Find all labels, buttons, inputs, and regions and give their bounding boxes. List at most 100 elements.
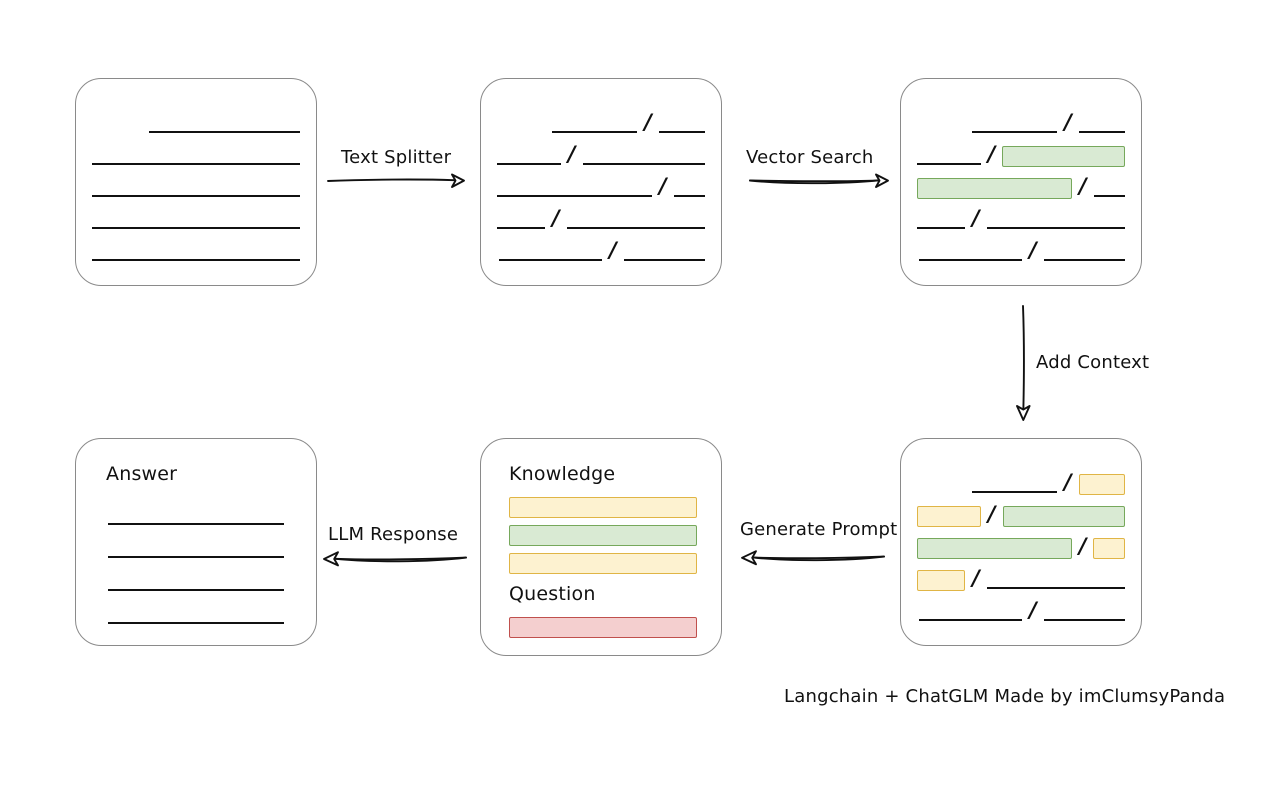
text-line-segment: [1078, 116, 1125, 133]
knowledge-heading: Knowledge: [509, 463, 616, 485]
text-line-segment: [1043, 244, 1125, 261]
add-context-label: Add Context: [1036, 352, 1150, 373]
add-context-arrow: [1012, 304, 1036, 422]
text-line-segment: [1043, 604, 1125, 621]
prompt-bar-red: [509, 617, 697, 638]
document-row: /: [481, 141, 721, 167]
document-row: /: [901, 501, 1141, 527]
segment-separator: /: [1078, 533, 1087, 558]
highlight-green-segment: [1002, 145, 1125, 167]
text-line-segment: [108, 574, 284, 591]
text-line-segment: [918, 244, 1023, 261]
llm-response-arrow: [320, 548, 468, 570]
text-line-segment: [917, 148, 981, 165]
segment-separator: /: [987, 501, 996, 526]
text-line-segment: [92, 244, 300, 261]
highlight-green-segment: [917, 537, 1072, 559]
document-row: [76, 538, 316, 560]
text-splitter-label: Text Splitter: [341, 147, 452, 168]
split-document-rows: / / / / /: [481, 79, 721, 285]
document-row: [76, 113, 316, 135]
segment-separator: /: [1079, 173, 1087, 198]
highlight-green-segment: [917, 177, 1073, 199]
document-row: [76, 241, 316, 263]
segment-separator: /: [1029, 597, 1037, 622]
highlight-yellow-segment: [1078, 473, 1125, 495]
text-line-segment: [582, 148, 705, 165]
text-line-segment: [497, 148, 561, 165]
document-row: [76, 209, 316, 231]
text-line-segment: [971, 476, 1058, 493]
text-line-segment: [986, 572, 1125, 589]
segment-separator: /: [658, 173, 667, 198]
generate-prompt-arrow: [738, 547, 886, 569]
text-line-segment: [497, 212, 545, 229]
prompt-bar-yellow: [509, 497, 697, 518]
document-row: /: [481, 173, 721, 199]
source-document-rows: [76, 79, 316, 285]
document-row: /: [901, 141, 1141, 167]
document-row: [76, 505, 316, 527]
document-row: /: [481, 109, 721, 135]
text-line-segment: [498, 244, 603, 261]
text-line-segment: [108, 508, 284, 525]
vector-search-label: Vector Search: [746, 147, 874, 168]
split-document-box[interactable]: / / / / /: [480, 78, 722, 286]
context-document-box[interactable]: /////: [900, 438, 1142, 646]
context-document-rows: /////: [901, 439, 1141, 645]
text-line-segment: [566, 212, 705, 229]
document-row: /: [481, 205, 721, 231]
document-row: [76, 177, 316, 199]
prompt-box[interactable]: Knowledge Question: [480, 438, 722, 656]
vector-search-arrow: [748, 170, 890, 192]
text-line-segment: [108, 541, 284, 558]
document-row: /: [901, 207, 1141, 231]
segment-separator: /: [1029, 237, 1037, 262]
text-line-segment: [917, 212, 965, 229]
text-line-segment: [92, 148, 300, 165]
segment-separator: /: [609, 237, 617, 262]
text-line-segment: [108, 607, 284, 624]
text-line-segment: [658, 116, 705, 133]
segment-separator: /: [644, 109, 652, 134]
vector-matched-rows: / / / / /: [901, 79, 1141, 285]
text-splitter-arrow: [326, 170, 466, 192]
text-line-segment: [1093, 180, 1125, 197]
source-document-box[interactable]: [75, 78, 317, 286]
text-line-segment: [552, 116, 638, 133]
question-heading: Question: [509, 583, 596, 605]
text-line-segment: [92, 212, 300, 229]
text-line-segment: [497, 180, 652, 197]
text-line-segment: [623, 244, 705, 261]
text-line-segment: [918, 604, 1023, 621]
highlight-green-segment: [1002, 505, 1125, 527]
document-row: /: [481, 237, 721, 263]
highlight-yellow-segment: [1093, 537, 1125, 559]
text-line-segment: [92, 180, 300, 197]
highlight-yellow-segment: [917, 569, 966, 591]
segment-separator: /: [551, 205, 560, 230]
document-row: [76, 604, 316, 626]
generate-prompt-label: Generate Prompt: [740, 519, 898, 540]
document-row: /: [901, 237, 1141, 263]
document-row: /: [901, 533, 1141, 559]
vector-matched-document-box[interactable]: / / / / /: [900, 78, 1142, 286]
footer-attribution: Langchain + ChatGLM Made by imClumsyPand…: [784, 686, 1226, 707]
document-row: /: [901, 173, 1141, 199]
highlight-yellow-segment: [917, 505, 981, 527]
document-row: /: [901, 109, 1141, 135]
document-row: /: [901, 471, 1141, 495]
document-row: [76, 145, 316, 167]
document-row: [76, 571, 316, 593]
text-line-segment: [972, 116, 1058, 133]
prompt-bar-green: [509, 525, 697, 546]
segment-separator: /: [1064, 109, 1072, 134]
segment-separator: /: [987, 141, 996, 166]
answer-heading: Answer: [106, 463, 178, 485]
document-row: /: [901, 597, 1141, 623]
answer-box[interactable]: Answer: [75, 438, 317, 646]
text-line-segment: [149, 116, 300, 133]
prompt-bar-yellow: [509, 553, 697, 574]
segment-separator: /: [567, 141, 576, 166]
